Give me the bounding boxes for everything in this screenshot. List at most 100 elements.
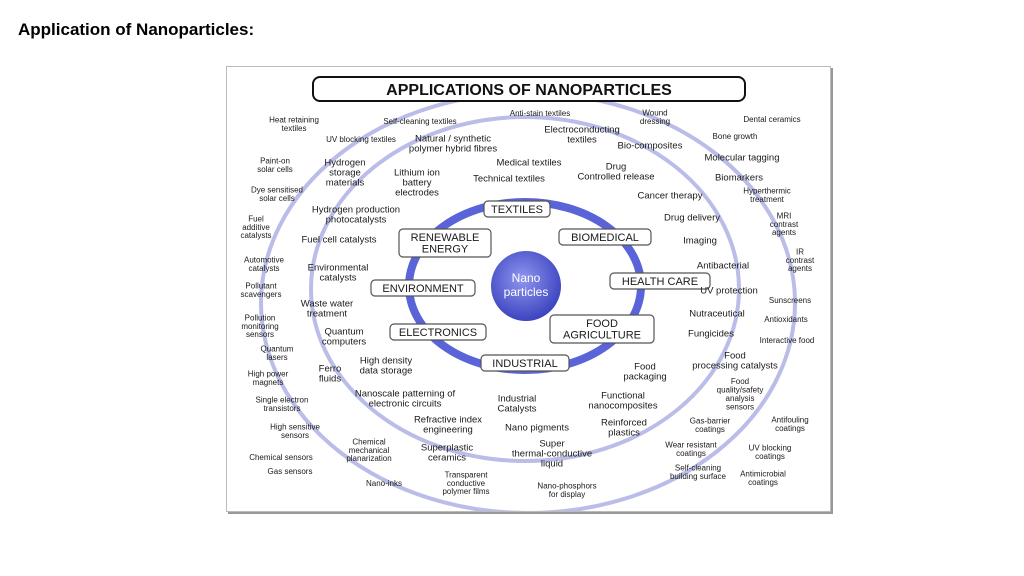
inner-application-label: Food — [634, 361, 656, 372]
inner-application-label: Environmental — [308, 262, 369, 273]
outer-application-label: Gas-barrier — [690, 417, 731, 426]
outer-application-label: sensors — [726, 402, 754, 411]
outer-application-label: mechanical — [349, 446, 390, 455]
sector-label-renewable-energy: RENEWABLE — [411, 232, 480, 244]
outer-application-label: UV blocking — [749, 444, 792, 453]
inner-application-label: plastics — [608, 427, 640, 438]
sector-label-textiles: TEXTILES — [491, 204, 543, 216]
nanoparticle-applications-diagram: APPLICATIONS OF NANOPARTICLESNanoparticl… — [240, 76, 815, 511]
inner-application-label: textiles — [567, 134, 597, 145]
inner-application-label: Medical textiles — [497, 157, 562, 168]
outer-application-label: sensors — [281, 431, 309, 440]
outer-application-label: Self-cleaning — [675, 464, 721, 473]
sector-label-health-care: HEALTH CARE — [622, 276, 698, 288]
outer-application-label: solar cells — [257, 165, 293, 174]
outer-application-label: sensors — [246, 330, 274, 339]
outer-application-label: textiles — [282, 124, 307, 133]
outer-application-label: building surface — [670, 472, 727, 481]
outer-application-label: agents — [772, 228, 796, 237]
inner-application-label: Reinforced — [601, 417, 647, 428]
center-label: particles — [504, 285, 549, 299]
inner-application-label: photocatalysts — [326, 214, 387, 225]
outer-application-label: Dental ceramics — [743, 115, 800, 124]
inner-application-label: Molecular tagging — [705, 152, 780, 163]
outer-application-label: Wear resistant — [665, 441, 717, 450]
outer-application-label: Automotive — [244, 256, 285, 265]
outer-application-label: Nano-inks — [366, 479, 402, 488]
inner-application-label: Functional — [601, 390, 645, 401]
outer-application-label: Pollutant — [245, 282, 277, 291]
outer-application-label: coatings — [755, 452, 785, 461]
inner-application-label: Technical textiles — [473, 173, 545, 184]
outer-application-label: UV blocking textiles — [326, 135, 396, 144]
outer-application-label: Chemical — [352, 437, 386, 446]
outer-application-label: Nano-phosphors — [537, 482, 596, 491]
outer-application-label: High sensitive — [270, 423, 320, 432]
inner-application-label: data storage — [360, 365, 413, 376]
middle-ring — [309, 115, 741, 463]
sector-box-biomedical — [558, 228, 652, 246]
outer-application-label: Self-cleaning textiles — [383, 117, 456, 126]
outer-application-label: Paint-on — [260, 157, 290, 166]
center-label: Nano — [512, 271, 541, 285]
outer-application-label: monitoring — [241, 322, 278, 331]
sector-label-renewable-energy: ENERGY — [422, 244, 469, 256]
inner-application-label: Nanoscale patterning of — [355, 388, 456, 399]
inner-application-label: Drug — [606, 161, 627, 172]
outer-application-label: dressing — [640, 117, 670, 126]
inner-application-label: Biomarkers — [715, 172, 763, 183]
inner-application-label: Nano pigments — [505, 422, 569, 433]
inner-application-label: Super — [539, 438, 564, 449]
sector-box-textiles — [483, 200, 551, 218]
sector-label-electronics: ELECTRONICS — [399, 327, 477, 339]
inner-application-label: liquid — [541, 458, 563, 469]
inner-application-label: catalysts — [320, 272, 357, 283]
inner-application-label: thermal-conductive — [512, 448, 592, 459]
sector-label-food-agriculture: AGRICULTURE — [563, 330, 641, 342]
inner-application-label: Ferro — [319, 363, 342, 374]
outer-application-label: Transparent — [445, 470, 489, 479]
outer-application-label: conductive — [447, 479, 486, 488]
outer-application-label: Chemical sensors — [249, 453, 313, 462]
sector-label-biomedical: BIOMEDICAL — [571, 232, 639, 244]
outer-application-label: Pollution — [245, 313, 276, 322]
inner-application-label: electrodes — [395, 187, 439, 198]
outer-application-label: transistors — [264, 404, 301, 413]
sector-label-industrial: INDUSTRIAL — [492, 358, 557, 370]
outer-application-label: coatings — [695, 425, 725, 434]
outer-application-label: Antimicrobial — [740, 470, 786, 479]
outer-application-label: analysis — [726, 394, 755, 403]
outer-application-label: coatings — [676, 449, 706, 458]
inner-application-label: electronic circuits — [369, 398, 442, 409]
inner-application-label: High density — [360, 355, 413, 366]
outer-application-label: Antifouling — [771, 416, 808, 425]
inner-application-label: Refractive index — [414, 414, 482, 425]
inner-application-label: UV protection — [700, 285, 758, 296]
outer-application-label: Interactive food — [760, 336, 815, 345]
inner-application-label: Food — [724, 350, 746, 361]
center-circle — [491, 251, 561, 321]
outer-application-label: contrast — [770, 220, 799, 229]
inner-application-label: packaging — [623, 371, 666, 382]
inner-application-label: battery — [402, 177, 431, 188]
inner-application-label: Nutraceutical — [689, 308, 744, 319]
outer-application-label: Antioxidants — [764, 315, 808, 324]
inner-application-label: Lithium ion — [394, 167, 440, 178]
outer-application-label: Anti-stain textiles — [510, 109, 570, 118]
outer-application-label: IR — [796, 247, 804, 256]
outer-application-label: coatings — [775, 424, 805, 433]
inner-application-label: processing catalysts — [692, 360, 778, 371]
outer-application-label: scavengers — [241, 290, 282, 299]
inner-application-label: Fuel cell catalysts — [302, 234, 377, 245]
inner-application-label: Waste water — [301, 298, 353, 309]
outer-application-label: additive — [242, 223, 270, 232]
outer-application-label: Single electron — [256, 396, 309, 405]
sector-box-industrial — [480, 354, 570, 372]
inner-application-label: Drug delivery — [664, 212, 720, 223]
inner-application-label: Imaging — [683, 235, 717, 246]
inner-application-label: ceramics — [428, 452, 466, 463]
outer-application-label: Sunscreens — [769, 296, 811, 305]
outer-application-label: contrast — [786, 256, 815, 265]
inner-application-label: treatment — [307, 308, 347, 319]
inner-application-label: engineering — [423, 424, 473, 435]
